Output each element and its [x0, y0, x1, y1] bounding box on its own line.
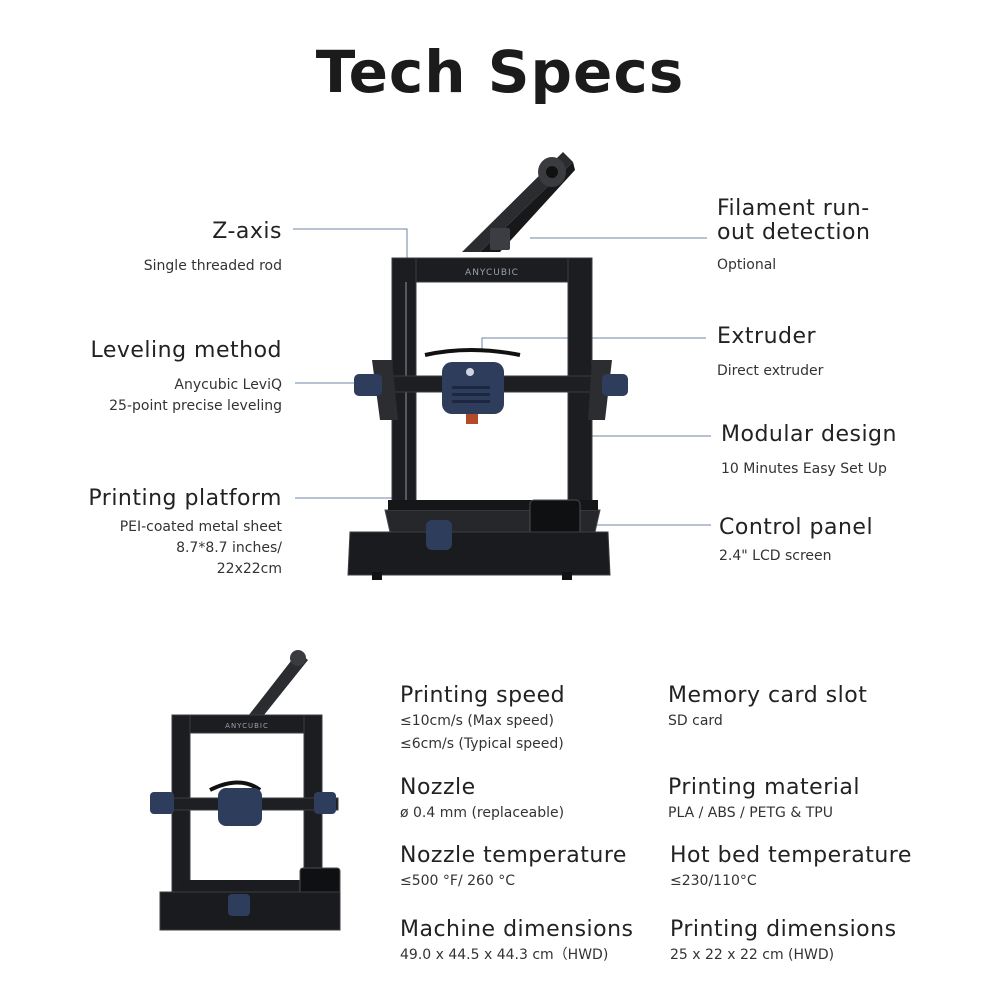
spec-value: SD card [668, 713, 723, 729]
spec-value: 49.0 x 44.5 x 44.3 cm（HWD) [400, 947, 609, 963]
spec-heading: Nozzle temperature [400, 843, 627, 868]
spec-value: ≤230/110°C [670, 873, 757, 889]
spec-printing-material: Printing material PLA / ABS / PETG & TPU [668, 775, 938, 825]
callout-leveling-method: Leveling method Anycubic LeviQ 25-point … [90, 338, 282, 417]
spec-value: ø 0.4 mm (replaceable) [400, 805, 565, 821]
printer-base [347, 531, 611, 576]
callout-detail: 2.4" LCD screen [719, 548, 832, 564]
spec-value: ≤10cm/s (Max speed) [400, 713, 554, 729]
callout-detail: 8.7*8.7 inches/ [176, 540, 282, 556]
printer-thumbnail: ANYCUBIC [150, 650, 341, 931]
callout-filament-runout: Filament run- out detection Optional [717, 197, 870, 276]
control-screen [529, 499, 581, 535]
callout-detail: Direct extruder [717, 363, 824, 379]
spec-nozzle-temperature: Nozzle temperature ≤500 °F/ 260 °C [400, 843, 670, 893]
callout-heading: Extruder [717, 324, 817, 349]
callout-heading: Control panel [719, 515, 874, 540]
spec-value: 25 x 22 x 22 cm (HWD) [670, 947, 835, 963]
callout-extruder: Extruder Direct extruder [717, 324, 823, 382]
callout-detail: 22x22cm [216, 561, 282, 577]
callout-detail: PEI-coated metal sheet [119, 519, 282, 535]
spec-printing-dimensions: Printing dimensions 25 x 22 x 22 cm (HWD… [670, 917, 940, 967]
spec-heading: Nozzle [400, 775, 476, 800]
page-title: Tech Specs [315, 38, 685, 106]
spec-heading: Printing dimensions [670, 917, 897, 942]
spec-value: ≤500 °F/ 260 °C [400, 873, 516, 889]
callout-heading: Printing platform [88, 486, 282, 511]
spec-heading: Machine dimensions [400, 917, 634, 942]
spec-nozzle: Nozzle ø 0.4 mm (replaceable) [400, 775, 670, 825]
callout-heading: Leveling method [90, 338, 282, 363]
callout-detail: Anycubic LeviQ [174, 377, 282, 393]
spec-heading: Memory card slot [668, 683, 868, 708]
leader-extruder [481, 337, 706, 350]
brand-label: ANYCUBIC [225, 722, 269, 730]
callout-modular-design: Modular design 10 Minutes Easy Set Up [721, 422, 897, 480]
callout-heading: Z-axis [212, 219, 282, 244]
callout-heading: Modular design [721, 422, 897, 447]
spec-printing-speed: Printing speed ≤10cm/s (Max speed) ≤6cm/… [400, 683, 670, 756]
callout-z-axis: Z-axis Single threaded rod [144, 219, 282, 277]
spec-heading: Hot bed temperature [670, 843, 912, 868]
leader-z-axis [293, 228, 408, 258]
spool-holder-arm [462, 152, 575, 252]
callout-detail: 25-point precise leveling [109, 398, 282, 414]
callout-control-panel: Control panel 2.4" LCD screen [719, 515, 873, 567]
spec-hot-bed-temperature: Hot bed temperature ≤230/110°C [670, 843, 940, 893]
spec-value: PLA / ABS / PETG & TPU [668, 805, 833, 821]
spec-value: ≤6cm/s (Typical speed) [400, 736, 564, 752]
extruder-head [442, 362, 504, 424]
spec-machine-dimensions: Machine dimensions 49.0 x 44.5 x 44.3 cm… [400, 917, 670, 967]
callout-detail: 10 Minutes Easy Set Up [721, 461, 887, 477]
callout-detail: Optional [717, 257, 777, 273]
spec-memory-card-slot: Memory card slot SD card [668, 683, 938, 733]
brand-label: ANYCUBIC [465, 268, 519, 278]
callout-detail: Single threaded rod [143, 258, 282, 274]
callout-heading: out detection [717, 220, 871, 245]
spec-heading: Printing speed [400, 683, 566, 708]
spec-heading: Printing material [668, 775, 860, 800]
callout-heading: Filament run- [717, 196, 870, 221]
callout-printing-platform: Printing platform PEI-coated metal sheet… [88, 486, 282, 580]
